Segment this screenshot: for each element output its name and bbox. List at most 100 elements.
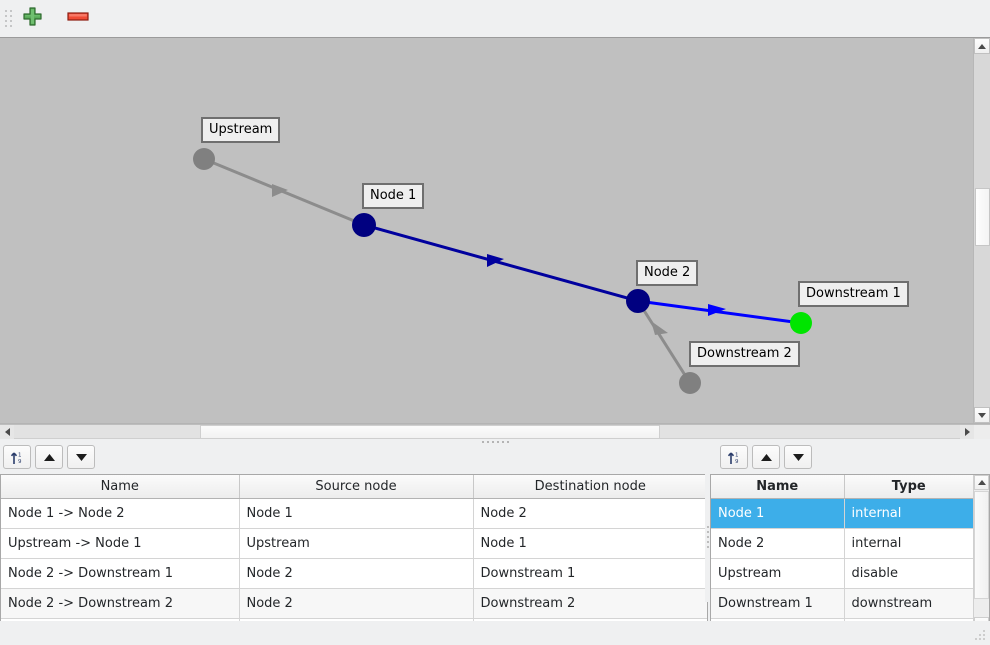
table-row[interactable]: Node 2 -> Downstream 1 Node 2 Downstream…	[1, 558, 707, 589]
svg-text:9: 9	[18, 459, 22, 465]
edges-pane: 1 9 Name Source n	[0, 443, 708, 627]
node-label-node2[interactable]: Node 2	[636, 260, 699, 286]
edge-node1-node2[interactable]	[363, 223, 639, 303]
edges-table-frame: Name Source node Destination node Node 1…	[0, 474, 708, 627]
cell-name[interactable]: Upstream -> Node 1	[1, 528, 240, 559]
move-up-button[interactable]	[35, 445, 63, 469]
canvas-horizontal-scrollbar[interactable]	[0, 424, 990, 439]
cell-destination[interactable]: Downstream 1	[473, 558, 707, 589]
sort-toggle-button[interactable]: 1 9	[720, 445, 748, 469]
cell-destination[interactable]: Downstream 2	[473, 588, 707, 619]
arrow-down-icon	[792, 453, 804, 461]
table-row[interactable]: Downstream 1 downstream	[711, 588, 973, 619]
arrow-left-icon	[4, 428, 10, 436]
edges-col-destination[interactable]: Destination node	[473, 475, 707, 499]
main-toolbar	[0, 0, 990, 36]
vertical-scrollbar-thumb[interactable]	[975, 188, 990, 246]
graph-node-node2[interactable]	[626, 289, 650, 313]
arrow-right-icon	[964, 428, 970, 436]
vertical-scrollbar-thumb[interactable]	[974, 491, 989, 599]
table-row[interactable]: Upstream disable	[711, 558, 973, 589]
scroll-up-button[interactable]	[974, 475, 989, 490]
cell-name[interactable]: Node 1	[711, 498, 845, 529]
graph-node-upstream[interactable]	[193, 148, 215, 170]
nodes-col-type[interactable]: Type	[844, 475, 973, 499]
edges-col-source[interactable]: Source node	[239, 475, 474, 499]
node-label-downstream1[interactable]: Downstream 1	[798, 281, 909, 307]
edge-node2-downstream1[interactable]	[637, 299, 802, 325]
sort-ascending-icon: 1 9	[10, 451, 22, 465]
svg-text:1: 1	[18, 452, 22, 458]
cell-name[interactable]: Node 2	[711, 528, 845, 559]
arrow-down-icon	[978, 412, 986, 418]
nodes-pane-toolbar: 1 9	[710, 443, 990, 471]
nodes-table: Name Type Node 1 internal Node 2 interna…	[711, 475, 973, 632]
graph-node-downstream1[interactable]	[790, 312, 812, 334]
cell-source[interactable]: Node 2	[239, 588, 474, 619]
cell-name[interactable]: Node 2 -> Downstream 1	[1, 558, 240, 589]
table-row[interactable]: Node 1 -> Node 2 Node 1 Node 2	[1, 498, 707, 529]
scrollbar-corner	[974, 425, 990, 439]
node-label-node1[interactable]: Node 1	[362, 183, 425, 209]
move-up-button[interactable]	[752, 445, 780, 469]
window-resize-grip[interactable]	[975, 630, 987, 642]
arrow-up-icon	[978, 43, 986, 49]
arrow-down-icon	[75, 453, 87, 461]
status-bar	[0, 621, 990, 645]
cell-name[interactable]: Downstream 1	[711, 588, 845, 619]
cell-source[interactable]: Node 2	[239, 558, 474, 589]
cell-type[interactable]: internal	[844, 528, 973, 559]
cell-destination[interactable]: Node 2	[473, 498, 707, 529]
cell-type[interactable]: downstream	[844, 588, 973, 619]
cell-source[interactable]: Upstream	[239, 528, 474, 559]
node-label-upstream[interactable]: Upstream	[201, 117, 281, 143]
table-row[interactable]: Node 2 -> Downstream 2 Node 2 Downstream…	[1, 588, 707, 619]
table-row[interactable]: Node 2 internal	[711, 528, 973, 559]
nodes-col-name[interactable]: Name	[711, 475, 845, 499]
cell-name[interactable]: Node 2 -> Downstream 2	[1, 588, 240, 619]
cell-name[interactable]: Upstream	[711, 558, 845, 589]
nodes-table-vertical-scrollbar[interactable]	[973, 475, 989, 632]
cell-type[interactable]: internal	[844, 498, 973, 529]
edges-table-body: Node 1 -> Node 2 Node 1 Node 2 Upstream …	[1, 498, 707, 626]
move-down-button[interactable]	[784, 445, 812, 469]
table-row[interactable]: Node 1 internal	[711, 498, 973, 529]
splitter-grip-icon	[481, 441, 509, 443]
edge-node2-downstream2[interactable]	[636, 300, 692, 384]
horizontal-scrollbar-thumb[interactable]	[200, 425, 660, 439]
graph-canvas[interactable]: Upstream Node 1 Node 2 Downstream 1 Down…	[0, 38, 972, 423]
plus-icon	[22, 7, 42, 29]
graph-svg	[193, 148, 812, 394]
sort-ascending-icon: 1 9	[727, 451, 739, 465]
add-button[interactable]	[17, 4, 47, 32]
edge-upstream-node1[interactable]	[203, 157, 365, 227]
node-label-downstream2[interactable]: Downstream 2	[689, 341, 800, 367]
move-down-button[interactable]	[67, 445, 95, 469]
arrow-up-icon	[977, 480, 986, 485]
cell-source[interactable]: Node 1	[239, 498, 474, 529]
edges-pane-toolbar: 1 9	[0, 443, 708, 471]
nodes-table-frame: Name Type Node 1 internal Node 2 interna…	[710, 474, 990, 633]
edges-table: Name Source node Destination node Node 1…	[1, 475, 707, 626]
horizontal-pane-splitter[interactable]	[705, 471, 710, 602]
scroll-down-button[interactable]	[974, 407, 990, 423]
canvas-vertical-scrollbar[interactable]	[973, 38, 990, 423]
pane-splitter[interactable]	[0, 439, 990, 445]
graph-node-downstream2[interactable]	[679, 372, 701, 394]
sort-toggle-button[interactable]: 1 9	[3, 445, 31, 469]
edges-table-header-row: Name Source node Destination node	[1, 475, 707, 499]
edges-col-name[interactable]: Name	[1, 475, 240, 499]
nodes-table-body: Node 1 internal Node 2 internal Upstream…	[711, 498, 973, 632]
cell-type[interactable]: disable	[844, 558, 973, 589]
splitter-grip-icon	[706, 525, 709, 548]
scroll-left-button[interactable]	[0, 425, 14, 439]
toolbar-drag-handle[interactable]	[3, 7, 13, 29]
scroll-right-button[interactable]	[960, 425, 974, 439]
graph-node-node1[interactable]	[352, 213, 376, 237]
scroll-up-button[interactable]	[974, 38, 990, 54]
remove-button[interactable]	[63, 4, 93, 32]
table-row[interactable]: Upstream -> Node 1 Upstream Node 1	[1, 528, 707, 559]
cell-destination[interactable]: Node 1	[473, 528, 707, 559]
cell-name[interactable]: Node 1 -> Node 2	[1, 498, 240, 529]
